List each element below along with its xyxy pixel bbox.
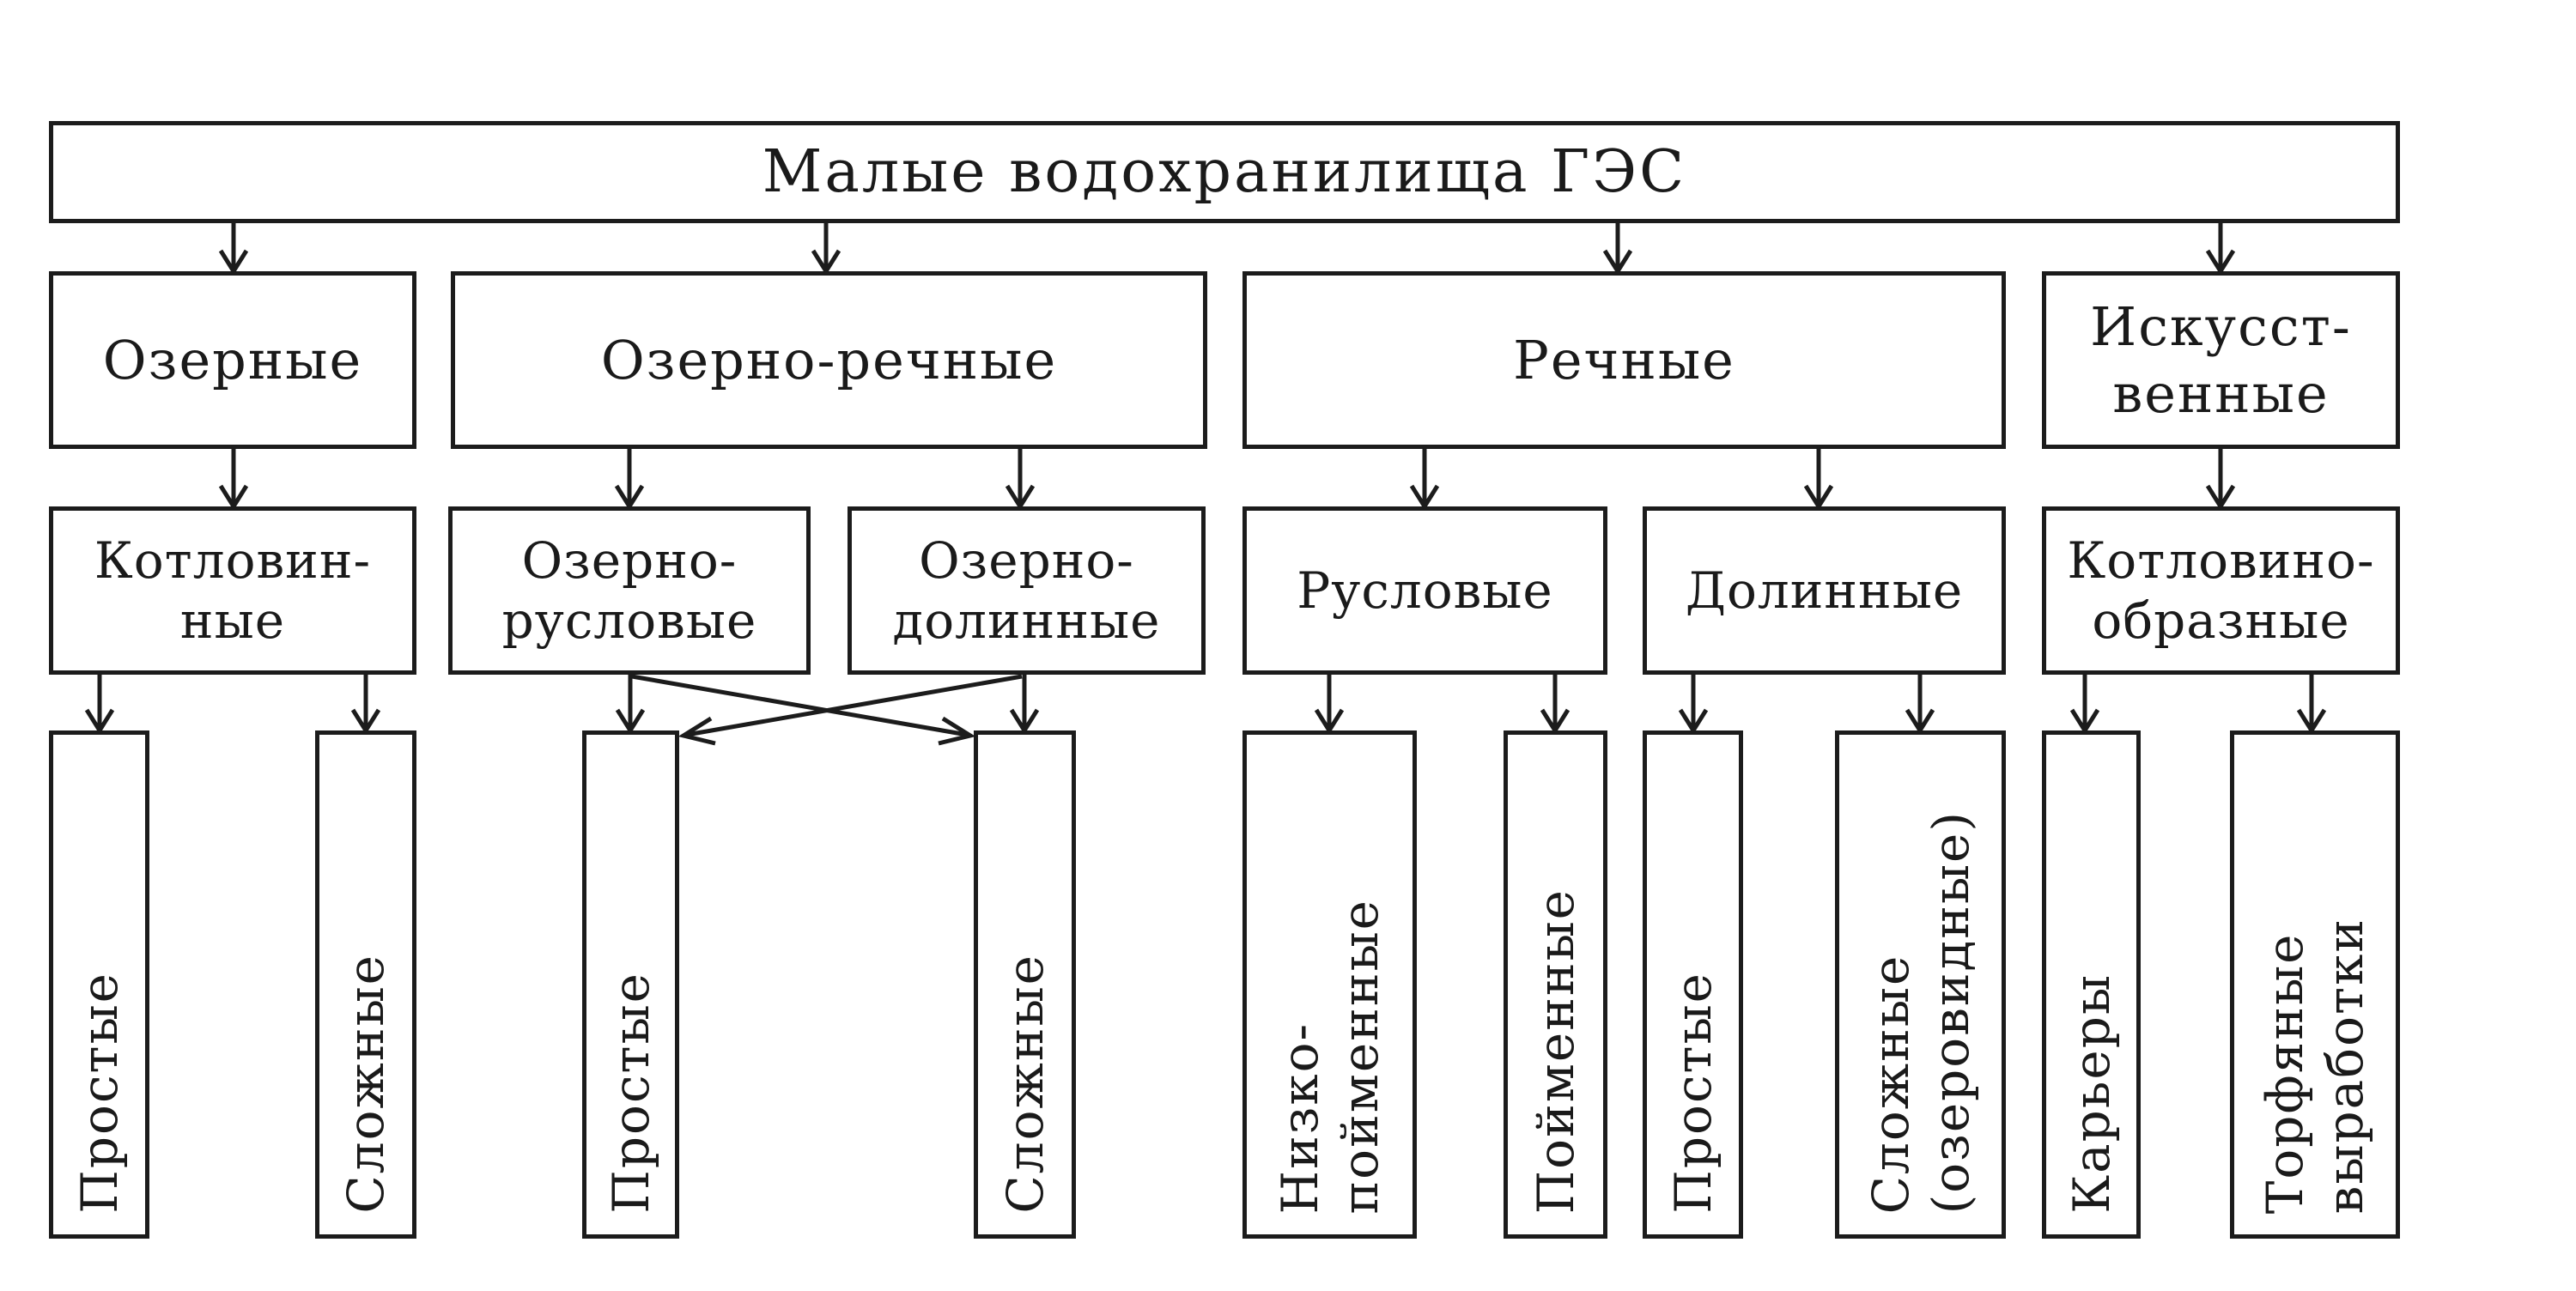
arrowhead [811, 249, 841, 276]
arrowhead [2069, 708, 2100, 735]
ozerno-ruslovye-line2: русловые [501, 591, 757, 650]
lake-river-label: Озерно-речные [600, 328, 1058, 391]
arrowhead [1005, 484, 1036, 511]
ruslovye-box: Русловые [1242, 506, 1607, 675]
ozerno-dolinnye-box: Озерно- долинные [848, 506, 1206, 675]
kotlovinnye-line1: Котловин- [94, 531, 372, 590]
ruslovye-label: Русловые [1297, 561, 1553, 620]
arrowhead [2205, 249, 2236, 276]
kotlovinoobraznye-line2: образные [2092, 591, 2350, 650]
artificial-label-line1: Искусст- [2090, 294, 2352, 358]
ozerno-ruslovye-box: Озерно- русловые [448, 506, 811, 675]
arrowhead [1678, 708, 1709, 735]
lake-box: Озерные [49, 271, 416, 449]
arrow-cross-ozrus-slozhnye [631, 674, 968, 737]
arrowhead [2296, 708, 2327, 735]
prostye-1-box: Простые [49, 730, 149, 1239]
arrowhead [1409, 484, 1440, 511]
lake-label: Озерные [102, 328, 363, 391]
prostye-3-box: Простые [1643, 730, 1743, 1239]
ozerno-dolinnye-line1: Озерно- [919, 531, 1134, 590]
root-label: Малые водохранилища ГЭС [762, 138, 1687, 206]
arrowhead [1540, 708, 1571, 735]
arrowhead [615, 708, 646, 735]
poimennye-box: Пойменные [1504, 730, 1607, 1239]
torfyanye-box: Торфяные выработки [2230, 730, 2400, 1239]
ozerno-ruslovye-line1: Озерно- [521, 531, 738, 590]
arrowhead [614, 484, 645, 511]
kotlovinnye-box: Котловин- ные [49, 506, 416, 675]
arrowhead [2205, 484, 2236, 511]
artificial-label-line2: венные [2112, 361, 2330, 425]
lake-river-box: Озерно-речные [451, 271, 1207, 449]
arrowhead [218, 249, 249, 276]
ozerno-dolinnye-line2: долинные [892, 591, 1161, 650]
arrowhead [1803, 484, 1834, 511]
arrowhead [938, 716, 976, 746]
kotlovinoobraznye-line1: Котловино- [2067, 531, 2375, 590]
artificial-box: Искусст- венные [2042, 271, 2400, 449]
arrow-cross-ozdol-prostye [686, 674, 1023, 737]
arrowhead [84, 708, 115, 735]
river-box: Речные [1242, 271, 2006, 449]
kotlovinoobraznye-box: Котловино- образные [2042, 506, 2400, 675]
slozhnye-2-box: Сложные [974, 730, 1076, 1239]
arrowhead [1009, 708, 1040, 735]
dolinnye-label: Долинные [1685, 561, 1964, 620]
root-box: Малые водохранилища ГЭС [49, 121, 2400, 223]
arrowhead [1905, 708, 1935, 735]
arrowhead [677, 716, 716, 746]
arrowhead [218, 484, 249, 511]
kotlovinnye-line2: ные [179, 591, 286, 650]
river-label: Речные [1513, 328, 1735, 391]
arrowhead [1602, 249, 1633, 276]
nizkopoimennye-box: Низко- пойменные [1242, 730, 1417, 1239]
prostye-2-box: Простые [582, 730, 679, 1239]
arrowhead [350, 708, 381, 735]
karery-box: Карьеры [2042, 730, 2141, 1239]
dolinnye-box: Долинные [1643, 506, 2006, 675]
arrowhead [1314, 708, 1345, 735]
